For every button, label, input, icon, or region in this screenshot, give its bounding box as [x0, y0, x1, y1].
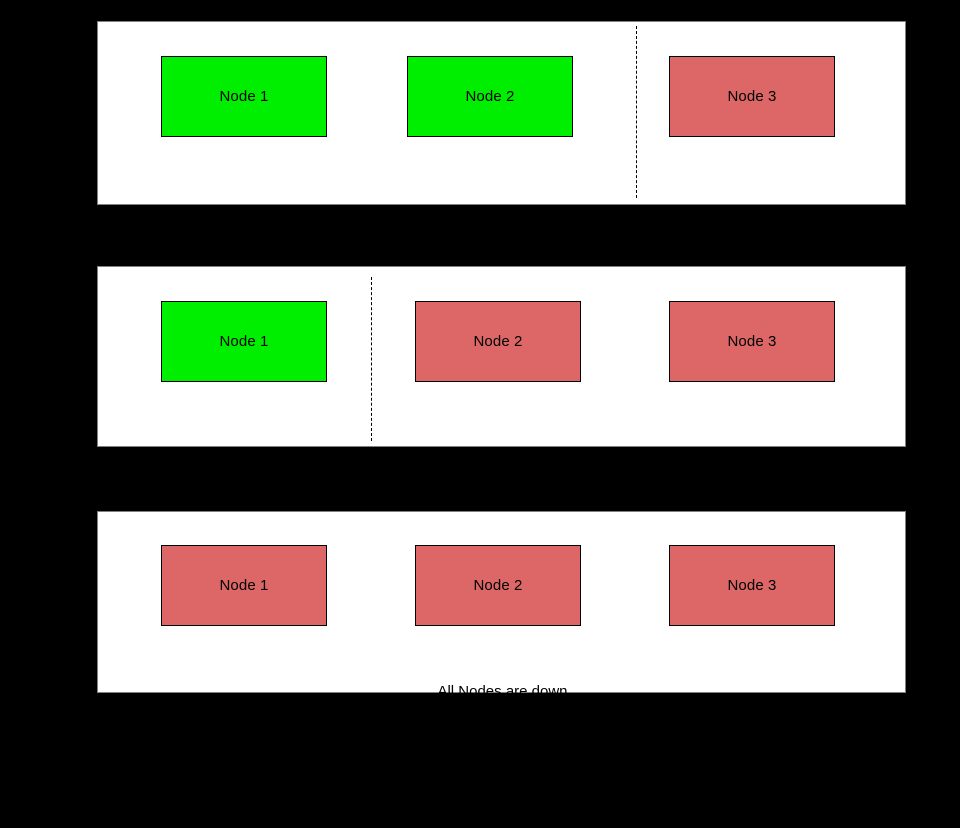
- node-label-3: Node 3: [727, 333, 777, 350]
- node-label-3: Node 3: [727, 88, 777, 105]
- node-label-3: Node 3: [727, 577, 777, 594]
- node-box-1: Node 1: [161, 301, 327, 382]
- diagram-canvas: Node 1 Node 2 Node 3 Two out of 3 nodes …: [97, 21, 906, 779]
- quorum-divider-line: [636, 26, 637, 198]
- node-label-2: Node 2: [473, 577, 523, 594]
- panel-caption: All Nodes are down Majority Fails & Clus…: [98, 634, 907, 818]
- node-box-1: Node 1: [161, 545, 327, 626]
- node-box-2: Node 2: [407, 56, 573, 137]
- node-label-1: Node 1: [219, 333, 269, 350]
- panel-majority-fails-two-down: Node 1 Node 2 Node 3 Two out of 3 nodes …: [97, 266, 906, 779]
- caption-line-1: All Nodes are down: [437, 683, 568, 700]
- panel-all-down: Node 1 Node 2 Node 3 All Nodes are down …: [97, 511, 906, 769]
- caption-line-1: Two out of 3 nodes are up: [415, 206, 590, 223]
- node-box-3: Node 3: [669, 545, 835, 626]
- node-label-2: Node 2: [473, 333, 523, 350]
- panel-majority-wins: Node 1 Node 2 Node 3 Two out of 3 nodes …: [97, 21, 906, 292]
- node-box-3: Node 3: [669, 301, 835, 382]
- node-box-3: Node 3: [669, 56, 835, 137]
- node-label-2: Node 2: [465, 88, 515, 105]
- caption-line-2: Majority Fails & Cluster Stops: [404, 752, 601, 769]
- node-box-2: Node 2: [415, 545, 581, 626]
- node-label-1: Node 1: [219, 577, 269, 594]
- caption-line-1: Two out of 3 nodes are down: [378, 693, 571, 710]
- quorum-divider-line: [371, 277, 372, 441]
- node-box-2: Node 2: [415, 301, 581, 382]
- node-label-1: Node 1: [219, 88, 269, 105]
- node-box-1: Node 1: [161, 56, 327, 137]
